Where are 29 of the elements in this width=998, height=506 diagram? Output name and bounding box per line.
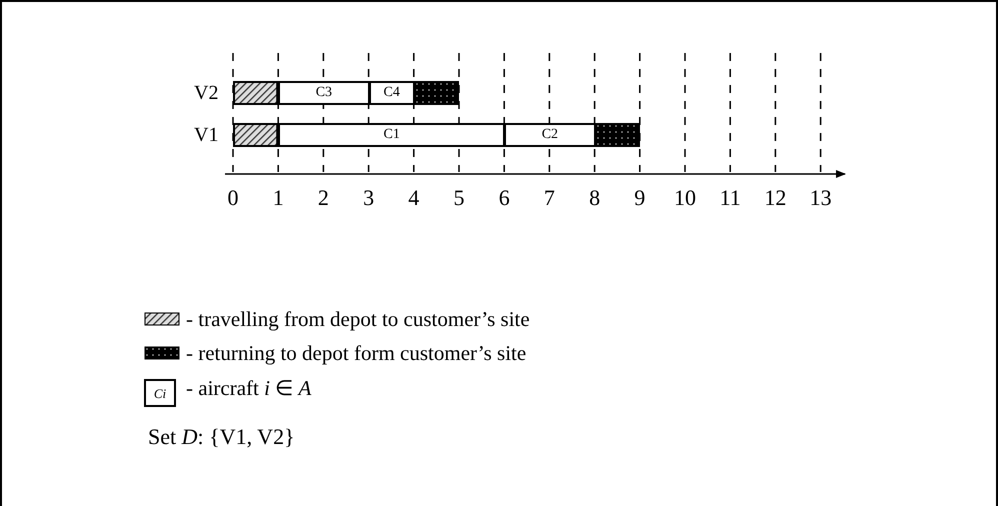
set-note: Set D: {V1, V2} [148,426,295,448]
tick-label: 3 [363,187,374,209]
return-bar [414,81,459,105]
travel-out-bar [233,123,278,147]
tick-label: 11 [720,187,741,209]
tick-label: 8 [589,187,600,209]
legend-text: - returning to depot form customer’s site [186,343,526,364]
legend-text: - aircraft i ∈ A [186,378,312,399]
tick-label: 1 [272,187,284,209]
service-bar: C4 [368,81,415,105]
tick-label: 4 [408,187,420,209]
service-bar: C1 [278,123,506,147]
tick-label: 12 [764,187,786,209]
travel-out-bar [233,81,278,105]
tick-label: 10 [674,187,696,209]
service-bar: C2 [504,123,596,147]
tick-label: 5 [454,187,464,209]
legend-text: - travelling from depot to customer’s site [186,309,530,330]
return-bar [594,123,640,147]
tick-label: 9 [634,187,646,209]
tick-label: 13 [810,187,832,209]
legend-sample: Ci [144,379,176,407]
row-label: V1 [194,125,218,145]
row-label: V2 [194,83,218,103]
service-bar: C3 [278,81,370,105]
tick-label: 6 [498,187,510,209]
tick-label: 0 [228,187,238,209]
tick-label: 7 [544,187,555,209]
tick-label: 2 [318,187,329,209]
